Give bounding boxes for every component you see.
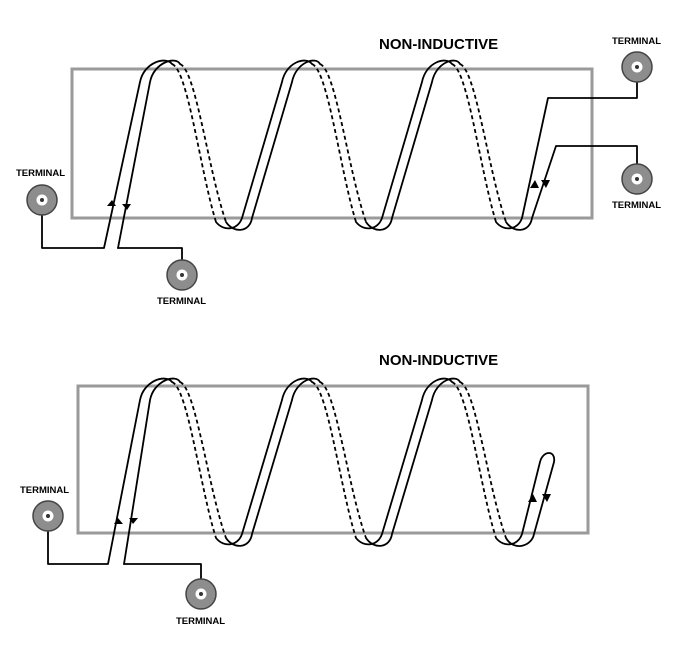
top-terminal-bottom-label: TERMINAL [157,296,206,307]
top-title: NON-INDUCTIVE [379,36,498,53]
top-terminal-left-label: TERMINAL [16,168,65,179]
bottom-arrow-down-right [542,494,551,502]
bottom-front-strands [47,377,555,581]
top-arrow-down-left [122,204,131,210]
bottom-terminal-bottom: TERMINAL [176,578,225,627]
bottom-title: NON-INDUCTIVE [379,352,498,369]
bottom-diagram: NON-INDUCTIVE [20,352,590,627]
top-terminal-upper-right-label: TERMINAL [612,36,661,47]
top-current-arrows [107,180,550,210]
bottom-back-strands [171,381,507,539]
top-arrow-up-left [107,200,116,206]
bottom-current-arrows [114,494,551,524]
top-terminal-bottom: TERMINAL [157,259,206,307]
top-resistor-core [70,67,594,220]
top-terminal-lower-right-label: TERMINAL [612,200,661,211]
top-diagram: NON-INDUCTIVE [16,36,661,307]
bottom-arrow-up-left [114,518,123,524]
top-arrow-down-right [541,180,550,188]
bottom-resistor-core [76,384,590,535]
bottom-arrow-up-right [528,494,537,502]
top-back-strands [171,63,507,223]
top-terminal-lower-right: TERMINAL [612,163,661,211]
top-arrow-up-right [530,180,539,188]
top-front-strands [41,59,638,263]
bottom-terminal-left-label: TERMINAL [20,485,69,496]
top-terminal-left: TERMINAL [16,168,65,216]
bottom-terminal-left: TERMINAL [20,485,69,532]
top-terminal-upper-right: TERMINAL [612,36,661,83]
bottom-terminal-bottom-label: TERMINAL [176,616,225,627]
bottom-arrow-down-left [129,518,138,524]
